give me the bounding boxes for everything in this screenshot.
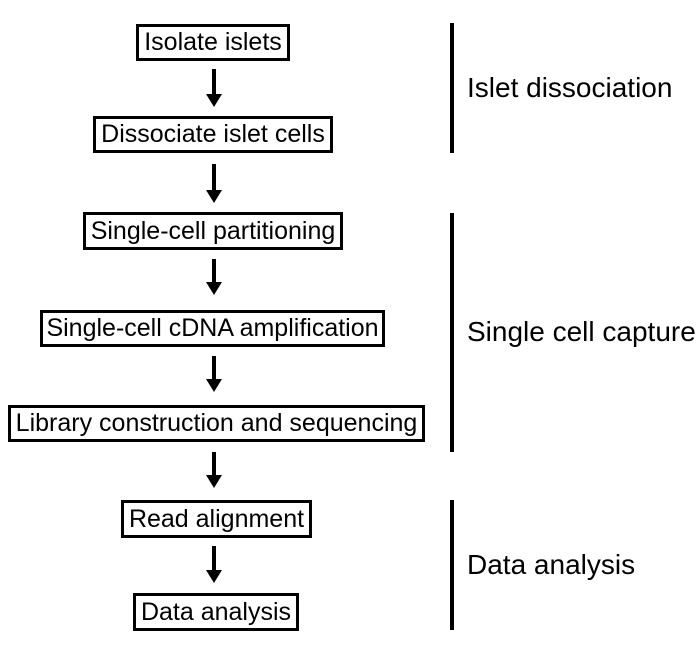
- step-label-dissociate-islet-cells: Dissociate islet cells: [101, 120, 325, 148]
- down-arrow-icon: [206, 69, 222, 107]
- arrow-head: [206, 190, 222, 203]
- arrow-stem: [212, 546, 216, 571]
- bracket-line: [450, 213, 454, 452]
- phase-label-single-cell-capture: Single cell capture: [467, 316, 696, 348]
- down-arrow-icon: [206, 546, 222, 583]
- step-box-library-construction-and-sequencing: Library construction and sequencing: [8, 405, 425, 442]
- arrow-head: [206, 475, 222, 488]
- arrow-stem: [212, 164, 216, 191]
- arrow-stem: [212, 259, 216, 283]
- step-box-dissociate-islet-cells: Dissociate islet cells: [93, 116, 333, 153]
- step-label-library-construction-and-sequencing: Library construction and sequencing: [15, 409, 418, 437]
- step-box-single-cell-cdna-amplification: Single-cell cDNA amplification: [40, 310, 385, 347]
- phase-bracket-islet-dissociation: Islet dissociation: [450, 23, 672, 153]
- down-arrow-icon: [206, 259, 222, 295]
- phase-label-islet-dissociation: Islet dissociation: [467, 71, 673, 103]
- phase-bracket-single-cell-capture: Single cell capture: [450, 213, 696, 452]
- arrow-stem: [212, 69, 216, 95]
- phase-label-data-analysis: Data analysis: [467, 548, 636, 580]
- down-arrow-icon: [206, 452, 222, 488]
- arrow-head: [206, 379, 222, 392]
- bracket-line: [450, 23, 454, 153]
- step-label-single-cell-partitioning: Single-cell partitioning: [90, 216, 336, 245]
- arrow-head: [206, 94, 222, 107]
- down-arrow-icon: [206, 164, 222, 203]
- step-box-data-analysis: Data analysis: [133, 593, 299, 631]
- step-box-single-cell-partitioning: Single-cell partitioning: [83, 212, 343, 250]
- phase-bracket-data-analysis: Data analysis: [450, 500, 635, 630]
- arrow-stem: [212, 452, 216, 476]
- step-box-isolate-islets: Isolate islets: [136, 24, 290, 61]
- step-label-read-alignment: Read alignment: [128, 504, 305, 533]
- arrow-head: [206, 282, 222, 295]
- step-label-single-cell-cdna-amplification: Single-cell cDNA amplification: [46, 314, 379, 342]
- arrow-stem: [212, 356, 216, 380]
- step-label-data-analysis: Data analysis: [140, 597, 292, 626]
- down-arrow-icon: [206, 356, 222, 392]
- bracket-line: [450, 500, 454, 630]
- step-box-read-alignment: Read alignment: [121, 500, 312, 538]
- arrow-head: [206, 570, 222, 583]
- step-label-isolate-islets: Isolate islets: [144, 28, 282, 56]
